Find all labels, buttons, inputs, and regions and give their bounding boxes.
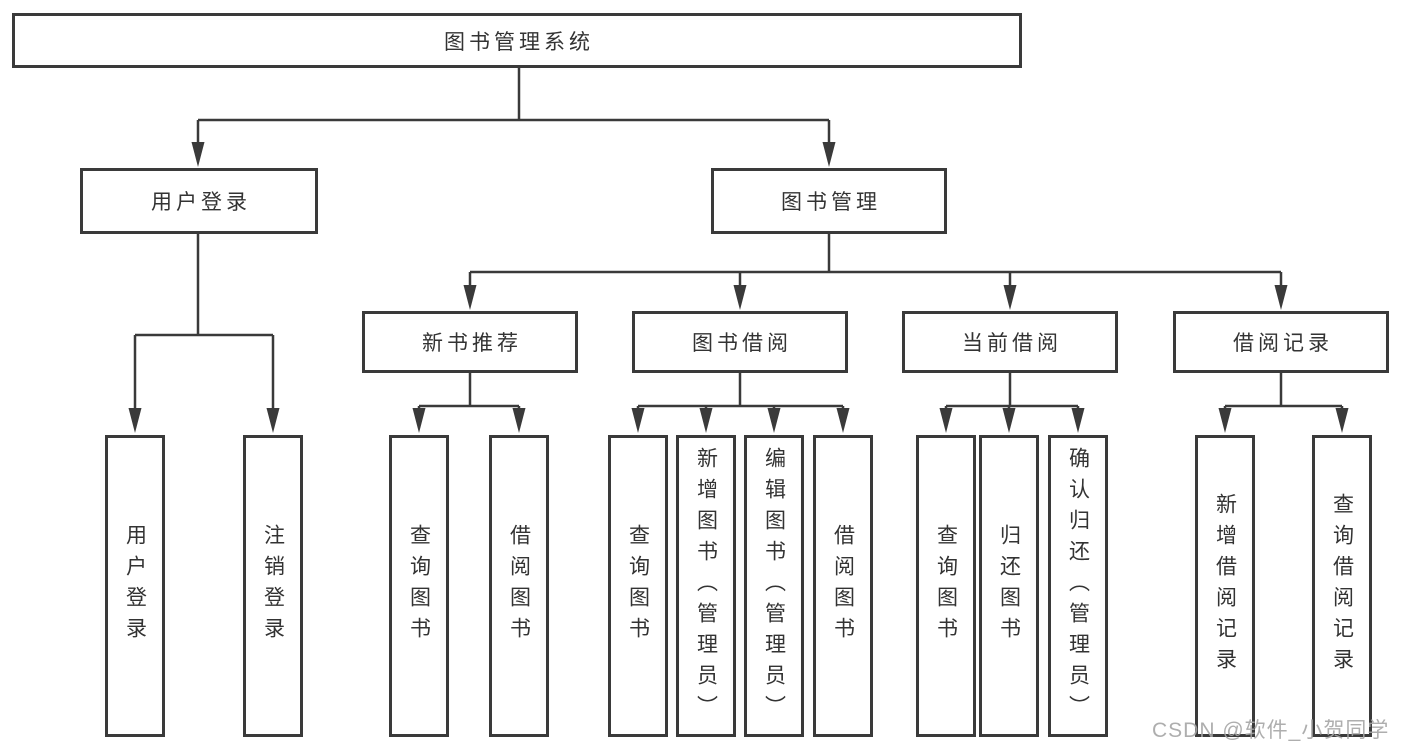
leaf-label: 注销登录: [261, 524, 285, 648]
leaf-current-query-books: 查询图书: [916, 435, 976, 737]
leaf-borrow-query-books: 查询图书: [608, 435, 668, 737]
leaf-label: 确认归还（管理员）: [1066, 446, 1090, 726]
leaf-label: 编辑图书（管理员）: [762, 446, 786, 726]
leaf-label: 用户登录: [123, 524, 147, 648]
leaf-label: 借阅图书: [507, 524, 531, 648]
leaf-label: 新增借阅记录: [1213, 493, 1237, 679]
leaf-label: 归还图书: [997, 524, 1021, 648]
leaf-logout: 注销登录: [243, 435, 303, 737]
node-user-login: 用户登录: [80, 168, 318, 234]
node-label: 新书推荐: [422, 332, 522, 355]
leaf-label: 借阅图书: [831, 524, 855, 648]
leaf-label: 新增图书（管理员）: [694, 446, 718, 726]
leaf-newbook-query-books: 查询图书: [389, 435, 449, 737]
leaf-records-add-record: 新增借阅记录: [1195, 435, 1255, 737]
node-borrow-records: 借阅记录: [1173, 311, 1389, 373]
node-book-management: 图书管理: [711, 168, 947, 234]
leaf-label: 查询图书: [626, 524, 650, 648]
leaf-borrow-edit-books-admin: 编辑图书（管理员）: [744, 435, 804, 737]
node-label: 图书借阅: [692, 332, 792, 355]
leaf-label: 查询图书: [407, 524, 431, 648]
leaf-current-confirm-return-admin: 确认归还（管理员）: [1048, 435, 1108, 737]
leaf-user-login: 用户登录: [105, 435, 165, 737]
leaf-records-query-record: 查询借阅记录: [1312, 435, 1372, 737]
leaf-label: 查询图书: [934, 524, 958, 648]
node-label: 借阅记录: [1233, 332, 1333, 355]
leaf-borrow-add-books-admin: 新增图书（管理员）: [676, 435, 736, 737]
node-label: 图书管理系统: [444, 30, 594, 54]
leaf-label: 查询借阅记录: [1330, 493, 1354, 679]
leaf-current-return-books: 归还图书: [979, 435, 1039, 737]
node-current-borrow: 当前借阅: [902, 311, 1118, 373]
node-book-borrow: 图书借阅: [632, 311, 848, 373]
csdn-watermark: CSDN @软件_小贺同学: [1152, 719, 1390, 742]
node-root-library-system: 图书管理系统: [12, 13, 1022, 68]
node-new-book-recommend: 新书推荐: [362, 311, 578, 373]
leaf-borrow-borrow-books: 借阅图书: [813, 435, 873, 737]
node-label: 图书管理: [781, 191, 881, 214]
leaf-newbook-borrow-books: 借阅图书: [489, 435, 549, 737]
node-label: 当前借阅: [962, 332, 1062, 355]
node-label: 用户登录: [151, 191, 251, 214]
